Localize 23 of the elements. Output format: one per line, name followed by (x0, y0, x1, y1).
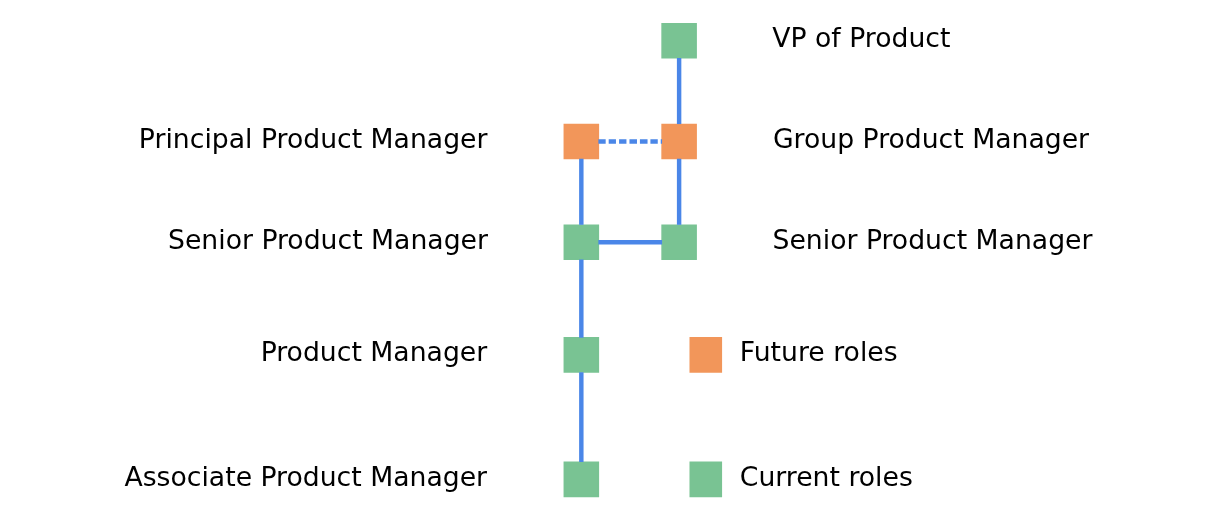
node-label: VP of Product (772, 22, 951, 54)
legend-label: Future roles (739, 336, 898, 368)
node-label: Senior Product Manager (772, 223, 1093, 255)
node-box (563, 224, 600, 261)
connector (579, 372, 584, 462)
node-box (661, 123, 697, 160)
node-label: Group Product Manager (772, 123, 1090, 155)
connector (676, 158, 682, 225)
connector (598, 240, 663, 245)
node-label: Principal Product Manager (138, 123, 488, 155)
legend-label: Current roles (739, 460, 913, 492)
connector (598, 139, 663, 144)
node-label: Product Manager (260, 336, 488, 368)
node-box (563, 337, 600, 373)
node-box (563, 461, 600, 498)
node-box (563, 123, 600, 160)
connector (676, 58, 682, 125)
node-label: Senior Product Manager (168, 223, 488, 255)
connector (579, 158, 584, 225)
node-box (661, 23, 697, 59)
node-label: Associate Product Manager (124, 460, 488, 492)
connector (579, 259, 584, 338)
node-box (661, 224, 697, 261)
